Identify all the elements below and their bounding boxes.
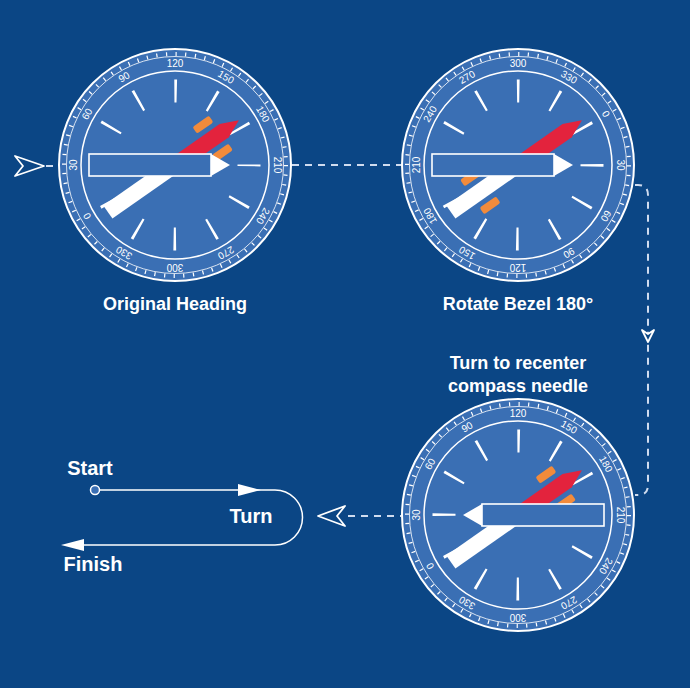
dashed-line (348, 515, 401, 517)
compass (59, 49, 291, 281)
dashed-connector (635, 185, 654, 495)
bezel-number: 0 (600, 109, 612, 119)
bezel-number: 330 (114, 244, 134, 262)
bezel-number: 60 (79, 106, 94, 121)
bezel-number: 120 (167, 58, 184, 69)
bezel-number: 90 (561, 246, 576, 261)
bezel-number: 30 (615, 159, 626, 170)
compass-node: Turn to recenter compass needle (401, 352, 635, 632)
bezel-number: 300 (510, 612, 527, 623)
start-dot (91, 486, 100, 495)
bezel-number: 270 (216, 244, 236, 262)
bezel-number: 0 (424, 561, 436, 571)
bezel-number: 240 (421, 104, 439, 124)
compass (402, 49, 634, 281)
exit-chevron (318, 506, 345, 526)
bezel-number: 120 (510, 262, 527, 273)
bezel-number: 300 (510, 58, 527, 69)
bezel-number: 180 (597, 454, 615, 474)
bezel-number: 240 (254, 206, 272, 226)
bezel-number: 150 (216, 68, 236, 86)
step-caption: Rotate Bezel 180° (401, 293, 635, 316)
bezel-number: 30 (411, 509, 422, 520)
step-caption: Original Heading (58, 293, 292, 316)
compass-bezel (59, 49, 291, 281)
course-path (72, 490, 303, 545)
connector-line (292, 164, 401, 166)
compass-node: Rotate Bezel 180° (401, 48, 635, 318)
bezel-number: 180 (254, 104, 272, 124)
arrow-head (642, 330, 654, 342)
arrow-head (238, 484, 261, 496)
bezel-number: 30 (68, 159, 79, 170)
dashed-connector (292, 165, 401, 166)
bezel-number: 330 (559, 68, 579, 86)
entry-chevron (15, 156, 44, 176)
bezel-number: 90 (116, 69, 131, 84)
dashed-line (46, 165, 58, 167)
bezel-number: 270 (559, 594, 579, 612)
bezel-number: 210 (272, 157, 283, 174)
bezel-number: 210 (615, 507, 626, 524)
bezel-number: 0 (81, 211, 93, 221)
bezel-number: 120 (510, 408, 527, 419)
bezel-number: 240 (597, 556, 615, 576)
bezel-number: 180 (421, 206, 439, 226)
bezel-number: 60 (599, 208, 614, 223)
course-label: Finish (64, 552, 123, 576)
step-caption: Turn to recenter compass needle (423, 352, 613, 398)
compass-node: Original Heading (58, 48, 292, 318)
compass-bezel (402, 49, 634, 281)
course-label: Turn (230, 504, 273, 528)
bezel-number: 150 (457, 244, 477, 262)
direction-arrow (463, 504, 604, 526)
compass-bezel (402, 399, 634, 631)
course-label: Start (67, 456, 113, 480)
bezel-number: 60 (422, 456, 437, 471)
bezel-number: 210 (411, 157, 422, 174)
bezel-number: 330 (457, 594, 477, 612)
arrow-head (61, 539, 84, 551)
bezel-number: 300 (167, 262, 184, 273)
direction-arrow (89, 154, 230, 176)
compass (402, 399, 634, 631)
direction-arrow (432, 154, 573, 176)
bezel-number: 90 (459, 419, 474, 434)
bezel-number: 150 (559, 418, 579, 436)
bezel-number: 270 (457, 68, 477, 86)
